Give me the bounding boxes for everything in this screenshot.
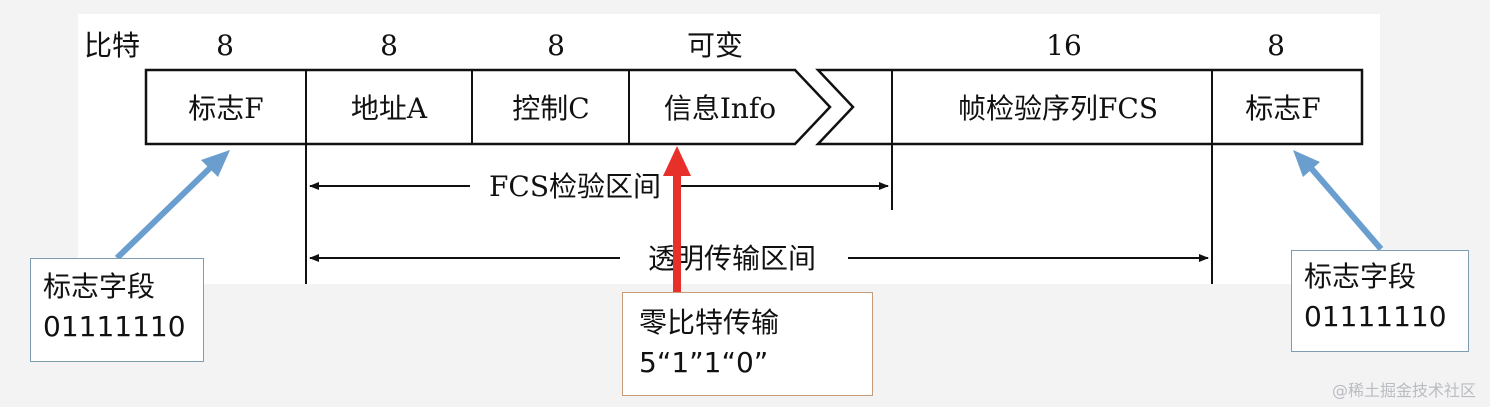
field-bits-address: 8 — [380, 29, 398, 62]
field-label-fcs: 帧检验序列FCS — [958, 92, 1158, 125]
callout-title: 标志字段 — [1304, 260, 1417, 293]
bits-label: 比特 — [84, 29, 140, 62]
callout-title: 标志字段 — [43, 270, 156, 303]
field-label-info: 信息Info — [664, 92, 776, 125]
frame-left-outline — [144, 68, 832, 146]
field-bits-fcs: 16 — [1046, 29, 1082, 62]
callout-value: 5“1”1“0” — [639, 346, 769, 379]
frame-right-outline — [815, 68, 1364, 146]
diagram-panel — [78, 14, 1380, 284]
flag-field-callout-right: 标志字段 01111110 — [1291, 250, 1469, 352]
field-label-address: 地址A — [351, 92, 428, 125]
callout-value: 01111110 — [1304, 300, 1447, 333]
arrow-icon — [1293, 150, 1384, 251]
fcs-span-label: FCS检验区间 — [489, 170, 661, 203]
field-label-flag-end: 标志F — [1245, 92, 1320, 125]
arrow-icon — [114, 150, 230, 261]
field-bits-control: 8 — [547, 29, 565, 62]
zero-bit-stuffing-callout: 零比特传输 5“1”1“0” — [622, 292, 873, 396]
arrow-icon — [663, 146, 691, 294]
field-bits-info: 可变 — [687, 29, 743, 62]
callout-value: 01111110 — [43, 310, 186, 343]
watermark: @稀土掘金技术社区 — [1331, 381, 1476, 400]
flag-field-callout-left: 标志字段 01111110 — [30, 258, 204, 362]
field-bits-flag-start: 8 — [216, 29, 234, 62]
field-label-control: 控制C — [512, 92, 589, 125]
callout-title: 零比特传输 — [639, 306, 780, 339]
field-bits-flag-end: 8 — [1267, 29, 1285, 62]
field-label-flag-start: 标志F — [188, 92, 263, 125]
